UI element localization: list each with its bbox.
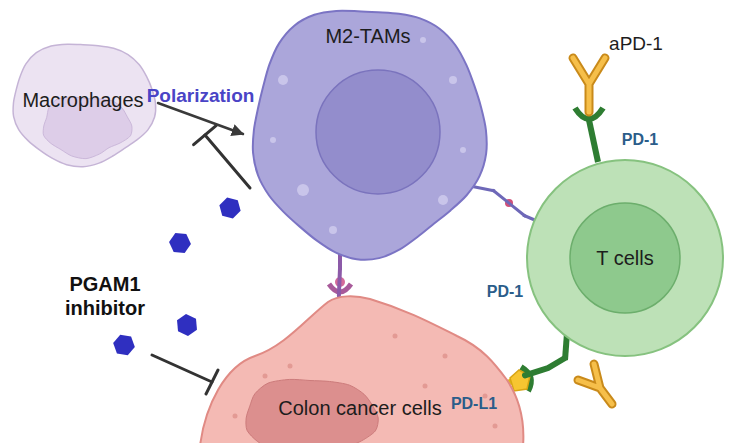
molecule-label: PD-1: [622, 130, 658, 149]
cell-node: T cells: [525, 158, 725, 358]
tam-cell: [253, 11, 487, 260]
cell-label: Colon cancer cells: [278, 396, 441, 420]
nucleus: [570, 203, 680, 313]
drug-label: PGAM1 inhibitor: [45, 272, 165, 320]
granule: [288, 364, 293, 369]
nucleus: [316, 70, 440, 194]
cell-node: Macrophages: [8, 38, 158, 168]
granule: [263, 374, 268, 379]
inhibitor-molecule: [112, 196, 244, 356]
cell-shape: [195, 296, 525, 443]
molecule-label: PD-L1: [451, 394, 497, 413]
pd1-stalk: [589, 120, 598, 162]
connector: [525, 358, 565, 375]
vacuole: [297, 184, 309, 196]
vacuole: [460, 147, 466, 153]
vacuole: [438, 195, 448, 205]
connector: [493, 190, 525, 216]
vacuole: [329, 226, 337, 234]
connector: [158, 103, 243, 134]
antibody-symbol: [573, 58, 605, 112]
molecule-label: aPD-1: [609, 33, 663, 56]
vacuole: [420, 37, 426, 43]
inhibition-bar: [152, 355, 218, 394]
t-cell: [527, 160, 723, 356]
connector: [339, 268, 340, 296]
antibody-symbol: [578, 364, 612, 404]
cell-label: T cells: [596, 246, 653, 270]
cell-node: M2-TAMs: [243, 0, 493, 268]
granule: [393, 334, 398, 339]
granule: [423, 384, 428, 389]
granule: [483, 394, 488, 399]
granule: [233, 414, 238, 419]
cell-label: M2-TAMs: [325, 24, 410, 48]
vacuole: [449, 76, 457, 84]
cell-node: Colon cancer cells: [195, 296, 525, 443]
granule: [493, 424, 498, 429]
cell-label: Macrophages: [22, 88, 143, 112]
vacuole: [270, 137, 276, 143]
molecule-label: PD-1: [487, 282, 523, 301]
granule: [443, 354, 448, 359]
vacuole: [278, 75, 288, 85]
macrophage-cell: [13, 44, 155, 167]
edge-label: Polarization: [147, 85, 255, 108]
